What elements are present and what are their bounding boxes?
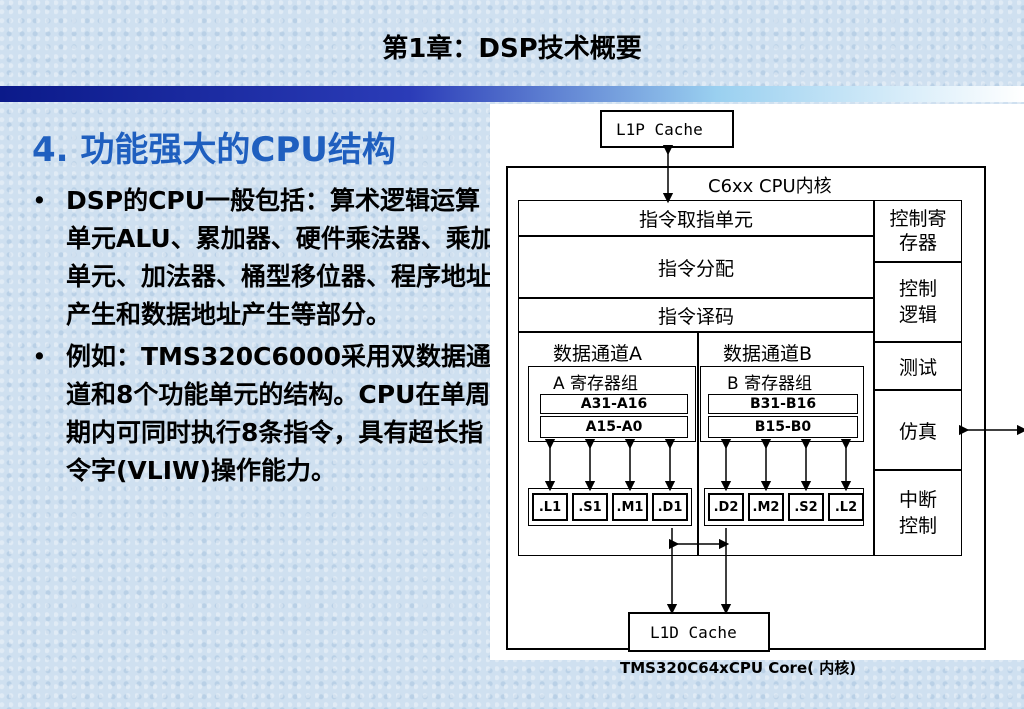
unit-d1: .D1 [652,493,688,521]
interrupt-control: 中断控制 [874,470,962,556]
unit-m2: .M2 [748,493,784,521]
l1p-cache-label: L1P Cache [616,120,703,139]
l1p-cache-box: L1P Cache [600,110,734,148]
regfile-b-label: B 寄存器组 [727,374,813,394]
decode-unit: 指令译码 [518,298,874,332]
control-logic: 控制逻辑 [874,262,962,342]
test-block: 测试 [874,342,962,390]
emulation-block: 仿真 [874,390,962,470]
fetch-unit: 指令取指单元 [518,200,874,236]
control-registers: 控制寄存器 [874,200,962,262]
unit-l2: .L2 [828,493,864,521]
unit-d2: .D2 [708,493,744,521]
bullet-item: • DSP的CPU一般包括：算术逻辑运算单元ALU、累加器、硬件乘法器、乘加单元… [30,182,500,334]
unit-l1: .L1 [532,493,568,521]
l1d-cache-label: L1D Cache [650,623,737,642]
diagram-caption: TMS320C64xCPU Core( 内核) [620,659,857,677]
data-path-a-label: 数据通道A [553,343,642,365]
l1d-cache-box: L1D Cache [628,612,770,652]
cpu-core-title: C6xx CPU内核 [708,176,832,197]
unit-s1: .S1 [572,493,608,521]
unit-m1: .M1 [612,493,648,521]
bullet-text: DSP的CPU一般包括：算术逻辑运算单元ALU、累加器、硬件乘法器、乘加单元、加… [66,186,496,329]
data-path-b-label: 数据通道B [723,343,813,365]
regfile-a-label: A 寄存器组 [553,374,639,394]
bullet-item: • 例如：TMS320C6000采用双数据通道和8个功能单元的结构。CPU在单周… [30,338,500,490]
bullet-dot: • [32,342,47,371]
reg-a-high: A31-A16 [540,394,688,414]
bullet-text: 例如：TMS320C6000采用双数据通道和8个功能单元的结构。CPU在单周期内… [66,342,492,485]
header-bar [0,86,1024,102]
dispatch-unit: 指令分配 [518,236,874,298]
bullet-list: • DSP的CPU一般包括：算术逻辑运算单元ALU、累加器、硬件乘法器、乘加单元… [30,182,500,490]
slide-heading: 4. 功能强大的CPU结构 [32,130,396,170]
header-title: 第1章：DSP技术概要 [382,34,642,64]
reg-a-low: A15-A0 [540,416,688,438]
unit-s2: .S2 [788,493,824,521]
reg-b-low: B15-B0 [708,416,858,438]
reg-b-high: B31-B16 [708,394,858,414]
bullet-dot: • [32,186,47,215]
cpu-diagram: L1P Cache C6xx CPU内核 指令取指单元 指令分配 指令译码 数据… [490,104,1024,660]
